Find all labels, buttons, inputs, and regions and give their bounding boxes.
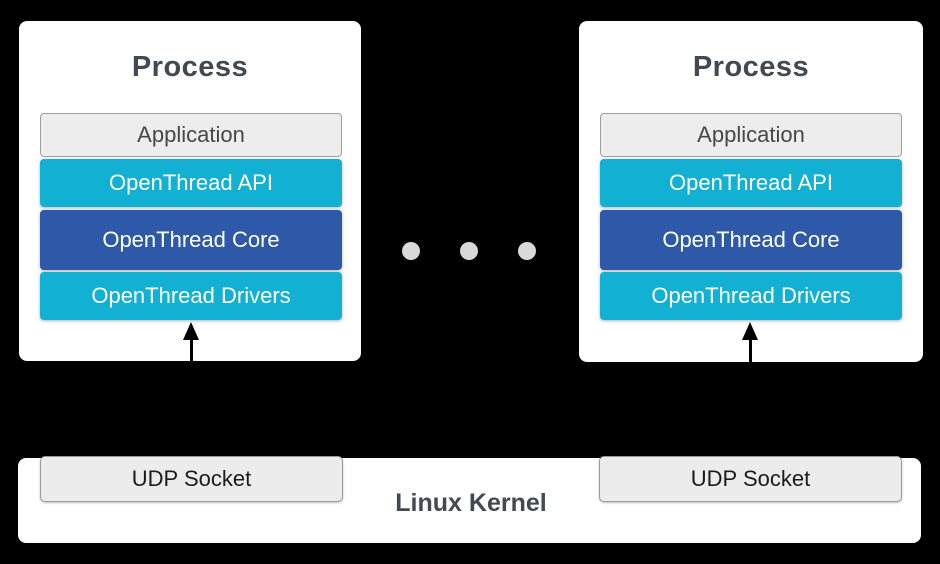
ellipsis-dot [518,242,536,260]
up-arrow-shaft-right [749,338,752,456]
process-title: Process [692,51,810,83]
up-arrow-shaft-left [190,338,193,456]
ellipsis-dot [402,242,420,260]
linux-kernel-label: Linux Kernel [395,489,547,517]
process-panel-right: Process Application OpenThread API OpenT… [579,21,923,362]
up-arrow-head-right [742,322,758,340]
openthread-api-layer: OpenThread API [40,159,342,207]
openthread-drivers-layer: OpenThread Drivers [600,272,902,320]
udp-socket-box-left: UDP Socket [40,456,343,502]
udp-socket-box-right: UDP Socket [599,456,902,502]
process-panel-left: Process Application OpenThread API OpenT… [19,21,361,361]
openthread-api-layer: OpenThread API [600,159,902,207]
openthread-core-layer: OpenThread Core [600,210,902,270]
openthread-core-layer: OpenThread Core [40,210,342,270]
ellipsis-dot [460,242,478,260]
application-layer: Application [600,113,902,157]
application-layer: Application [40,113,342,157]
openthread-drivers-layer: OpenThread Drivers [40,272,342,320]
process-title: Process [131,51,249,83]
up-arrow-head-left [183,322,199,340]
